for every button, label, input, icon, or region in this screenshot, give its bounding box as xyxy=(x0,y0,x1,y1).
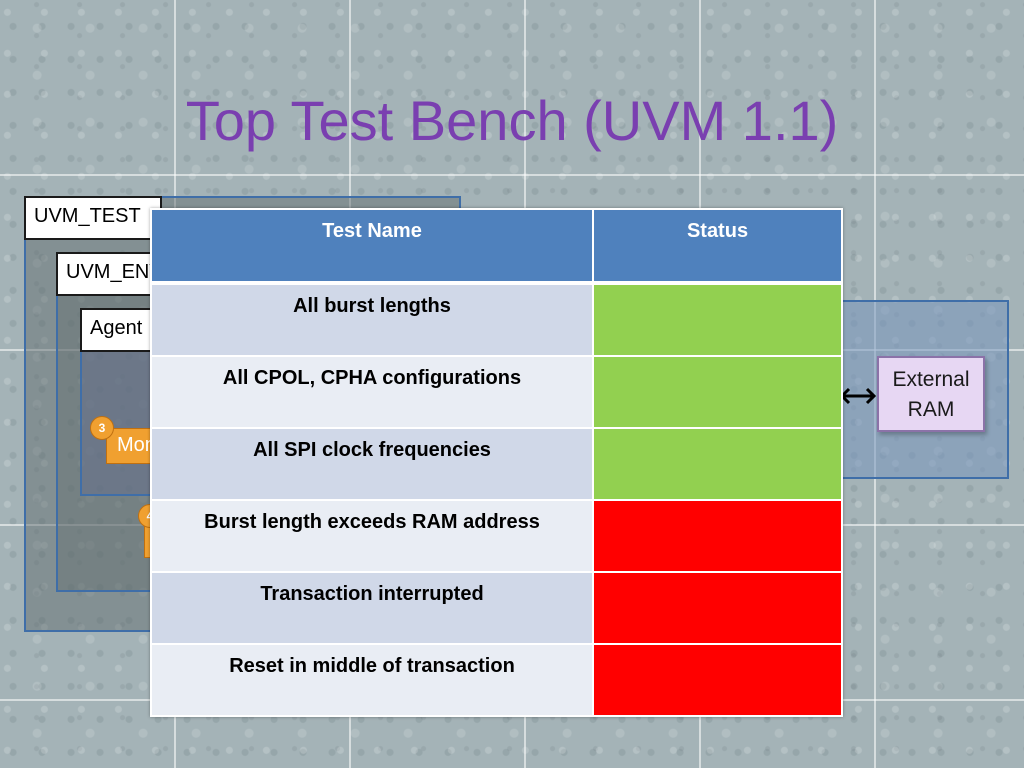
header-test-name: Test Name xyxy=(150,208,594,285)
test-name-cell: Transaction interrupted xyxy=(150,571,594,645)
test-status-table: Test Name Status All burst lengths All C… xyxy=(150,208,843,717)
step-badge-3: 3 xyxy=(90,416,114,440)
external-ram-block: External RAM xyxy=(877,356,985,432)
grid-line xyxy=(0,174,1024,176)
status-cell xyxy=(592,355,843,429)
test-name-cell: All SPI clock frequencies xyxy=(150,427,594,501)
table-row: All CPOL, CPHA configurations xyxy=(150,355,843,429)
table-row: Burst length exceeds RAM address xyxy=(150,499,843,573)
test-name-cell: All CPOL, CPHA configurations xyxy=(150,355,594,429)
table-row: All burst lengths xyxy=(150,282,843,357)
uvm-test-label: UVM_TEST xyxy=(24,196,162,240)
status-cell xyxy=(592,282,843,357)
test-name-cell: Reset in middle of transaction xyxy=(150,643,594,717)
status-cell xyxy=(592,571,843,645)
status-cell xyxy=(592,499,843,573)
status-cell xyxy=(592,427,843,501)
table-row: Reset in middle of transaction xyxy=(150,643,843,717)
table-header-row: Test Name Status xyxy=(150,208,843,285)
table-row: Transaction interrupted xyxy=(150,571,843,645)
status-cell xyxy=(592,643,843,717)
external-ram-line1: External xyxy=(892,368,970,391)
test-name-cell: Burst length exceeds RAM address xyxy=(150,499,594,573)
double-arrow-icon xyxy=(839,387,877,405)
slide-title: Top Test Bench (UVM 1.1) xyxy=(185,89,839,152)
external-ram-line2: RAM xyxy=(907,398,955,421)
header-status: Status xyxy=(592,208,843,285)
table-row: All SPI clock frequencies xyxy=(150,427,843,501)
uvm-env-label: UVM_ENV xyxy=(56,252,166,296)
test-name-cell: All burst lengths xyxy=(150,282,594,357)
